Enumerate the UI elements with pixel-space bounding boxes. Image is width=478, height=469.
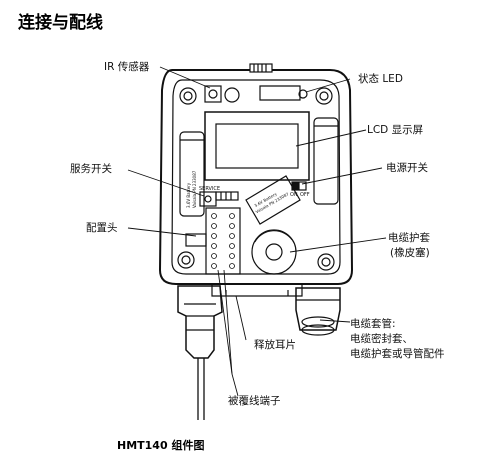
leader-status-led	[305, 78, 351, 93]
housing-outer	[158, 69, 354, 285]
probe-housing	[177, 285, 223, 359]
status-led	[298, 89, 308, 99]
leader-config-header	[127, 227, 197, 237]
leader-lcd	[295, 129, 367, 147]
label-release-tab: 释放耳片	[254, 338, 296, 351]
housing-top-tab	[249, 63, 273, 73]
config-header	[215, 191, 239, 201]
page-title: 连接与配线	[18, 13, 103, 33]
ir-sensor-window	[204, 85, 222, 103]
conduit-gland	[295, 287, 341, 331]
screw-top-right	[315, 87, 333, 105]
leader-service-switch	[127, 169, 205, 197]
battery-left-text-2: Vaisala PN 233087	[192, 170, 197, 208]
battery-diagonal	[245, 175, 301, 225]
probe-cable	[197, 358, 205, 420]
housing-inner	[171, 79, 341, 275]
leader-power-switch	[301, 167, 383, 185]
screw-bottom-left	[177, 251, 195, 269]
label-lcd: LCD 显示屏	[367, 124, 423, 136]
service-text: SERVICE	[199, 186, 220, 192]
lcd-display	[215, 123, 299, 169]
lcd-frame	[204, 111, 310, 181]
screw-top-left	[179, 87, 197, 105]
ir-sensor-ring	[224, 87, 240, 103]
release-tab	[211, 284, 303, 297]
terminal-block	[205, 207, 241, 275]
screw-bottom-right	[317, 253, 335, 271]
label-conduit-2: 电缆密封套、	[350, 332, 413, 345]
leader-conduit	[319, 319, 351, 323]
cable-grommet-outer	[251, 229, 297, 275]
cable-grommet-inner	[265, 243, 283, 261]
service-switch	[199, 191, 217, 207]
figure-caption: HMT140 组件图	[117, 439, 205, 452]
battery-left	[179, 131, 205, 217]
label-service-switch: 服务开关	[70, 162, 112, 175]
leader-cable-grommet	[289, 237, 387, 253]
side-connector	[185, 233, 207, 247]
label-status-led: 状态 LED	[358, 72, 403, 85]
label-conduit-3: 电缆护套或导管配件	[350, 347, 445, 360]
label-power-switch: 电源开关	[386, 161, 428, 174]
label-cable-grommet-2: (橡皮塞)	[390, 246, 430, 259]
label-ir-sensor: IR 传感器	[104, 60, 150, 73]
label-conduit-1: 电缆套管:	[350, 317, 396, 330]
leader-ir-sensor	[159, 66, 211, 89]
battery-right	[313, 117, 339, 205]
off-text: OFF	[300, 192, 310, 198]
battery-left-text-1: 3.6V Battery	[186, 182, 191, 208]
leader-release-tab	[235, 295, 247, 341]
label-config-header: 配置头	[86, 222, 118, 234]
on-text: ON	[290, 192, 298, 198]
label-cable-grommet-1: 电缆护套	[388, 231, 430, 244]
label-wire-terminal: 被覆线端子	[228, 394, 281, 407]
